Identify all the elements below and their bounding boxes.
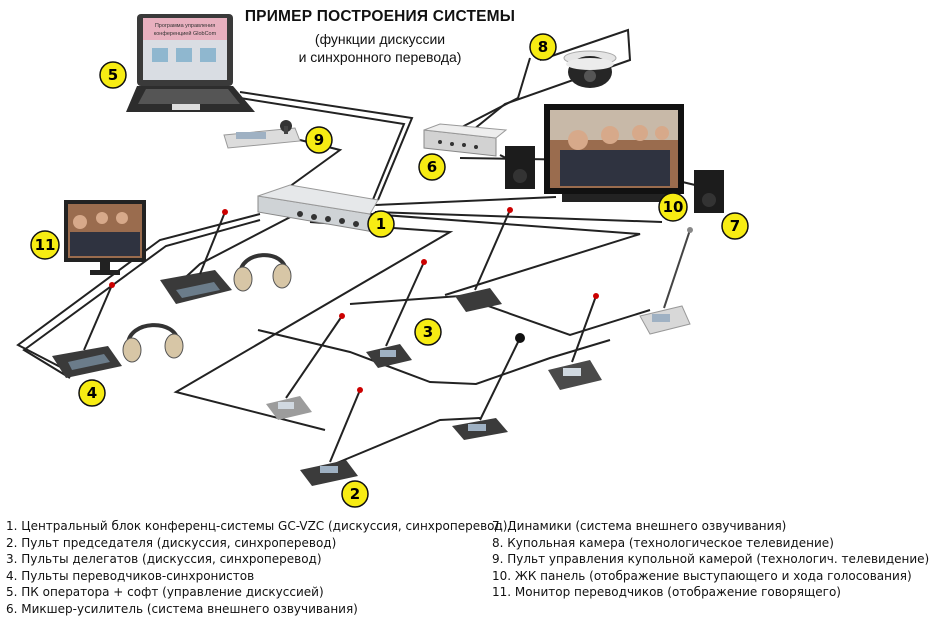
cable-panel-2 bbox=[374, 211, 663, 223]
badge-11: 11 bbox=[30, 230, 60, 260]
mixer-amplifier-icon bbox=[423, 123, 508, 157]
legend-item-8: 8. Купольная камера (технологическое тел… bbox=[492, 535, 834, 550]
legend-right: 7. Динамики (система внешнего озвучивани… bbox=[492, 518, 929, 601]
badge-10: 10 bbox=[658, 192, 688, 222]
diagram-title: ПРИМЕР ПОСТРОЕНИЯ СИСТЕМЫ bbox=[244, 8, 516, 25]
badge-3: 3 bbox=[414, 318, 442, 346]
legend-item-7: 7. Динамики (система внешнего озвучивани… bbox=[492, 519, 787, 533]
headphones-1-icon bbox=[233, 253, 292, 292]
cable-delegates-mid bbox=[257, 329, 611, 386]
speaker-right-icon bbox=[694, 170, 724, 213]
cable-loop-outer bbox=[369, 213, 641, 296]
interpreter-console-1-icon bbox=[160, 209, 232, 304]
svg-text:2: 2 bbox=[350, 485, 360, 503]
legend-item-2: 2. Пульт председателя (дискуссия, синхро… bbox=[6, 535, 337, 550]
svg-text:11: 11 bbox=[35, 236, 56, 254]
badge-1: 1 bbox=[367, 210, 395, 238]
legend-item-9: 9. Пульт управления купольной камерой (т… bbox=[492, 552, 929, 566]
delegate-unit-6-icon bbox=[639, 227, 693, 335]
cable-panel bbox=[374, 196, 557, 206]
svg-text:1: 1 bbox=[376, 215, 386, 233]
laptop-icon: Программа управления конференцией GlobCo… bbox=[126, 14, 255, 112]
badge-8: 8 bbox=[529, 33, 557, 61]
diagram-subtitle-line2: и синхронного перевода) bbox=[298, 49, 462, 65]
legend-left: 1. Центральный блок конференц-системы GC… bbox=[6, 518, 507, 617]
laptop-screen-line2: конференцией GlobCom bbox=[154, 30, 217, 37]
cable-interpreter-top bbox=[16, 213, 261, 373]
system-diagram: Программа управления конференцией GlobCo… bbox=[16, 14, 749, 508]
camera-controller-icon bbox=[223, 120, 301, 149]
cable-delegates-right bbox=[349, 294, 651, 337]
legend-item-10: 10. ЖК панель (отображение выступающего … bbox=[492, 568, 912, 583]
cable-loop-lower bbox=[173, 221, 454, 431]
legend-item-4: 4. Пульты переводчиков-синхронистов bbox=[6, 568, 255, 583]
delegate-unit-1-icon bbox=[455, 207, 513, 312]
delegate-unit-5-icon bbox=[452, 333, 525, 440]
badge-9: 9 bbox=[305, 126, 333, 154]
central-unit-icon bbox=[257, 184, 379, 233]
cable-laptop-2 bbox=[239, 97, 406, 203]
badge-2: 2 bbox=[341, 480, 369, 508]
delegate-unit-2-icon bbox=[366, 259, 427, 368]
chairman-unit-icon bbox=[300, 387, 363, 486]
interpreter-monitor-icon bbox=[64, 200, 146, 275]
cable-laptop bbox=[239, 91, 414, 201]
legend-item-6: 6. Микшер-усилитель (система внешнего оз… bbox=[6, 601, 358, 616]
laptop-screen-line1: Программа управления bbox=[155, 23, 215, 29]
svg-text:4: 4 bbox=[87, 384, 97, 402]
cable-camera bbox=[467, 28, 632, 135]
svg-text:10: 10 bbox=[663, 198, 684, 216]
svg-text:3: 3 bbox=[423, 323, 433, 341]
delegate-unit-4-icon bbox=[548, 293, 602, 390]
cable-interpreter-top-2 bbox=[22, 219, 261, 379]
headphones-2-icon bbox=[122, 323, 184, 363]
legend-item-1: 1. Центральный блок конференц-системы GC… bbox=[6, 519, 508, 533]
svg-text:9: 9 bbox=[314, 131, 324, 149]
speaker-left-icon bbox=[505, 146, 535, 189]
badge-6: 6 bbox=[418, 153, 446, 181]
svg-text:6: 6 bbox=[427, 158, 437, 176]
lcd-panel-icon bbox=[544, 104, 684, 202]
delegate-unit-3-icon bbox=[266, 313, 345, 420]
diagram-subtitle-line1: (функции дискуссии bbox=[314, 31, 446, 47]
badge-7: 7 bbox=[721, 212, 749, 240]
legend-item-5: 5. ПК оператора + софт (управление диску… bbox=[6, 585, 324, 599]
svg-text:7: 7 bbox=[730, 217, 740, 235]
interpreter-console-2-icon bbox=[52, 282, 122, 378]
cable-camera-2 bbox=[459, 57, 531, 129]
badge-4: 4 bbox=[78, 379, 106, 407]
legend-item-3: 3. Пульты делегатов (дискуссия, синхропе… bbox=[6, 552, 322, 566]
dome-camera-icon bbox=[563, 50, 617, 88]
svg-text:8: 8 bbox=[538, 38, 548, 56]
cable-chairman bbox=[319, 417, 481, 471]
legend-item-11: 11. Монитор переводчиков (отображение го… bbox=[492, 585, 841, 599]
svg-text:5: 5 bbox=[108, 66, 118, 84]
badge-5: 5 bbox=[99, 61, 127, 89]
